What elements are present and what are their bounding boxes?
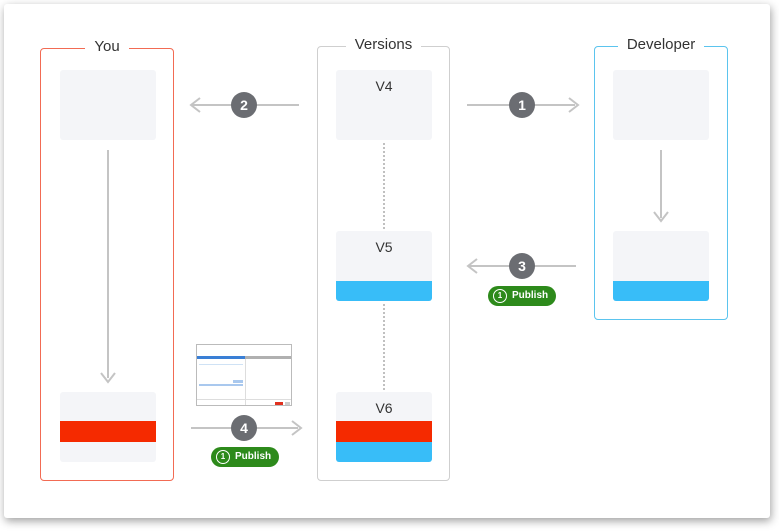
version-card-v6: V6 xyxy=(336,392,432,462)
developer-card-bottom xyxy=(613,231,709,301)
step3-publish-label: Publish xyxy=(512,290,549,301)
you-arrow-head xyxy=(100,372,116,384)
step4-publish-count-icon: 1 xyxy=(216,450,230,464)
version-card-v4: V4 xyxy=(336,70,432,140)
developer-card-top xyxy=(613,70,709,140)
column-developer-title: Developer xyxy=(617,36,705,53)
column-you: You xyxy=(40,38,174,481)
step3-publish-button[interactable]: 1 Publish xyxy=(488,286,556,306)
you-red-change-bar xyxy=(60,421,156,442)
versions-connector-2 xyxy=(383,304,385,390)
developer-blue-change-bar xyxy=(613,281,709,301)
you-card-bottom xyxy=(60,392,156,462)
step1-arrow-head xyxy=(568,97,580,113)
step4-publish-label: Publish xyxy=(235,451,272,462)
step2-arrow-head xyxy=(189,97,201,113)
version-label-v4: V4 xyxy=(375,78,393,94)
column-developer: Developer xyxy=(594,36,728,320)
version-label-v5: V5 xyxy=(375,239,393,255)
version-label-v6: V6 xyxy=(375,400,393,416)
column-versions-title: Versions xyxy=(345,36,422,53)
publish-dialog-thumbnail xyxy=(196,344,292,406)
v5-blue-change-bar xyxy=(336,281,432,301)
step4-arrow-head xyxy=(291,420,303,436)
v6-blue-change-bar xyxy=(336,442,432,462)
step3-badge: 3 xyxy=(509,253,535,279)
versions-connector-1 xyxy=(383,143,385,229)
column-versions: Versions xyxy=(317,36,450,481)
developer-arrow-line xyxy=(660,150,662,218)
version-card-v5: V5 xyxy=(336,231,432,301)
step4-publish-button[interactable]: 1 Publish xyxy=(211,447,279,467)
column-you-title: You xyxy=(85,38,129,55)
v6-red-change-bar xyxy=(336,421,432,442)
you-card-top xyxy=(60,70,156,140)
step1-badge: 1 xyxy=(509,92,535,118)
step3-publish-count-icon: 1 xyxy=(493,289,507,303)
step4-badge: 4 xyxy=(231,415,257,441)
step2-badge: 2 xyxy=(231,92,257,118)
you-arrow-line xyxy=(107,150,109,378)
developer-arrow-head xyxy=(653,211,669,223)
step3-arrow-head xyxy=(466,258,478,274)
